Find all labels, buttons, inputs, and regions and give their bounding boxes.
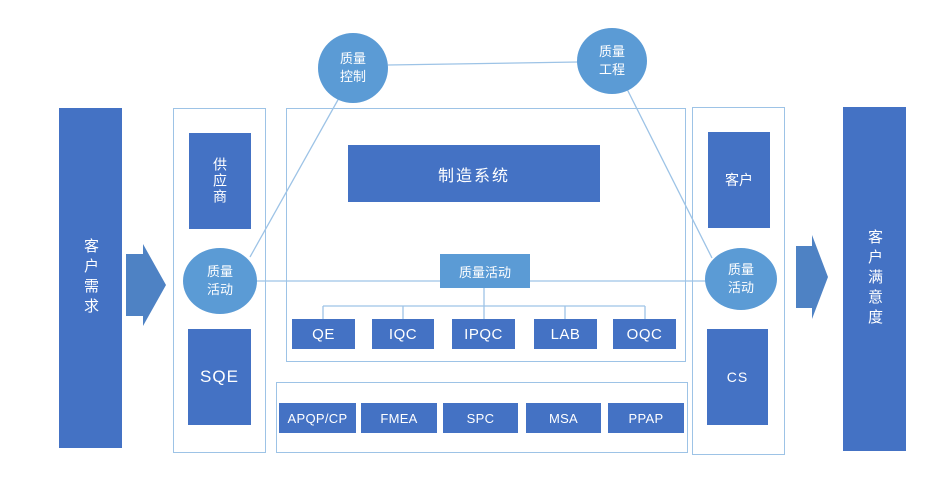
tool-ppap-box: PPAP	[608, 403, 684, 433]
cs-label: CS	[726, 369, 749, 385]
supplier-label: 供应商	[212, 157, 228, 205]
dept-iqc-label: IQC	[388, 325, 418, 343]
customer-label: 客户	[725, 172, 753, 188]
tool-msa-box: MSA	[526, 403, 601, 433]
dept-oqc-label: OQC	[626, 325, 663, 343]
customer-demand-bar: 客户需求	[59, 108, 122, 448]
line-qc-to-qe	[387, 61, 579, 66]
dept-qe-box: QE	[292, 319, 355, 349]
quality-activity-right-ellipse: 质量活动	[705, 248, 777, 310]
quality-tools-container	[276, 382, 688, 453]
dept-lab-box: LAB	[534, 319, 597, 349]
quality-activity-center-box: 质量活动	[440, 254, 530, 288]
tool-fmea-box: FMEA	[361, 403, 437, 433]
customer-satisfaction-bar: 客户满意度	[843, 107, 906, 451]
tool-apqp-label: APQP/CP	[287, 410, 348, 426]
quality-activity-left-label: 质量活动	[206, 264, 233, 297]
quality-engineering-label: 质量工程	[598, 44, 625, 77]
dept-ipqc-label: IPQC	[464, 325, 503, 343]
tool-msa-label: MSA	[548, 410, 579, 426]
customer-satisfaction-label: 客户满意度	[866, 229, 883, 329]
customer-box: 客户	[708, 132, 770, 228]
tool-ppap-label: PPAP	[628, 410, 664, 426]
dept-ipqc-box: IPQC	[452, 319, 515, 349]
quality-engineering-ellipse: 质量工程	[577, 28, 647, 94]
quality-control-label: 质量控制	[339, 51, 366, 84]
customer-demand-label: 客户需求	[82, 238, 99, 318]
dept-iqc-box: IQC	[372, 319, 434, 349]
tool-fmea-label: FMEA	[380, 410, 418, 426]
sqe-box: SQE	[188, 329, 251, 425]
cs-box: CS	[707, 329, 768, 425]
supplier-box: 供应商	[189, 133, 251, 229]
dept-oqc-box: OQC	[613, 319, 676, 349]
tool-spc-label: SPC	[466, 410, 495, 426]
tool-apqp-box: APQP/CP	[279, 403, 356, 433]
quality-activity-right-label: 质量活动	[727, 262, 754, 295]
flow-arrow-left-icon	[126, 244, 166, 326]
dept-lab-label: LAB	[550, 325, 581, 343]
quality-activity-left-ellipse: 质量活动	[183, 248, 257, 314]
manufacturing-system-box: 制造系统	[348, 145, 600, 202]
manufacturing-system-label: 制造系统	[437, 167, 510, 185]
sqe-label: SQE	[200, 367, 239, 386]
flow-arrow-right-icon	[796, 235, 828, 319]
quality-control-ellipse: 质量控制	[318, 33, 388, 103]
quality-activity-center-label: 质量活动	[458, 264, 511, 280]
tool-spc-box: SPC	[443, 403, 518, 433]
dept-qe-label: QE	[312, 325, 335, 343]
